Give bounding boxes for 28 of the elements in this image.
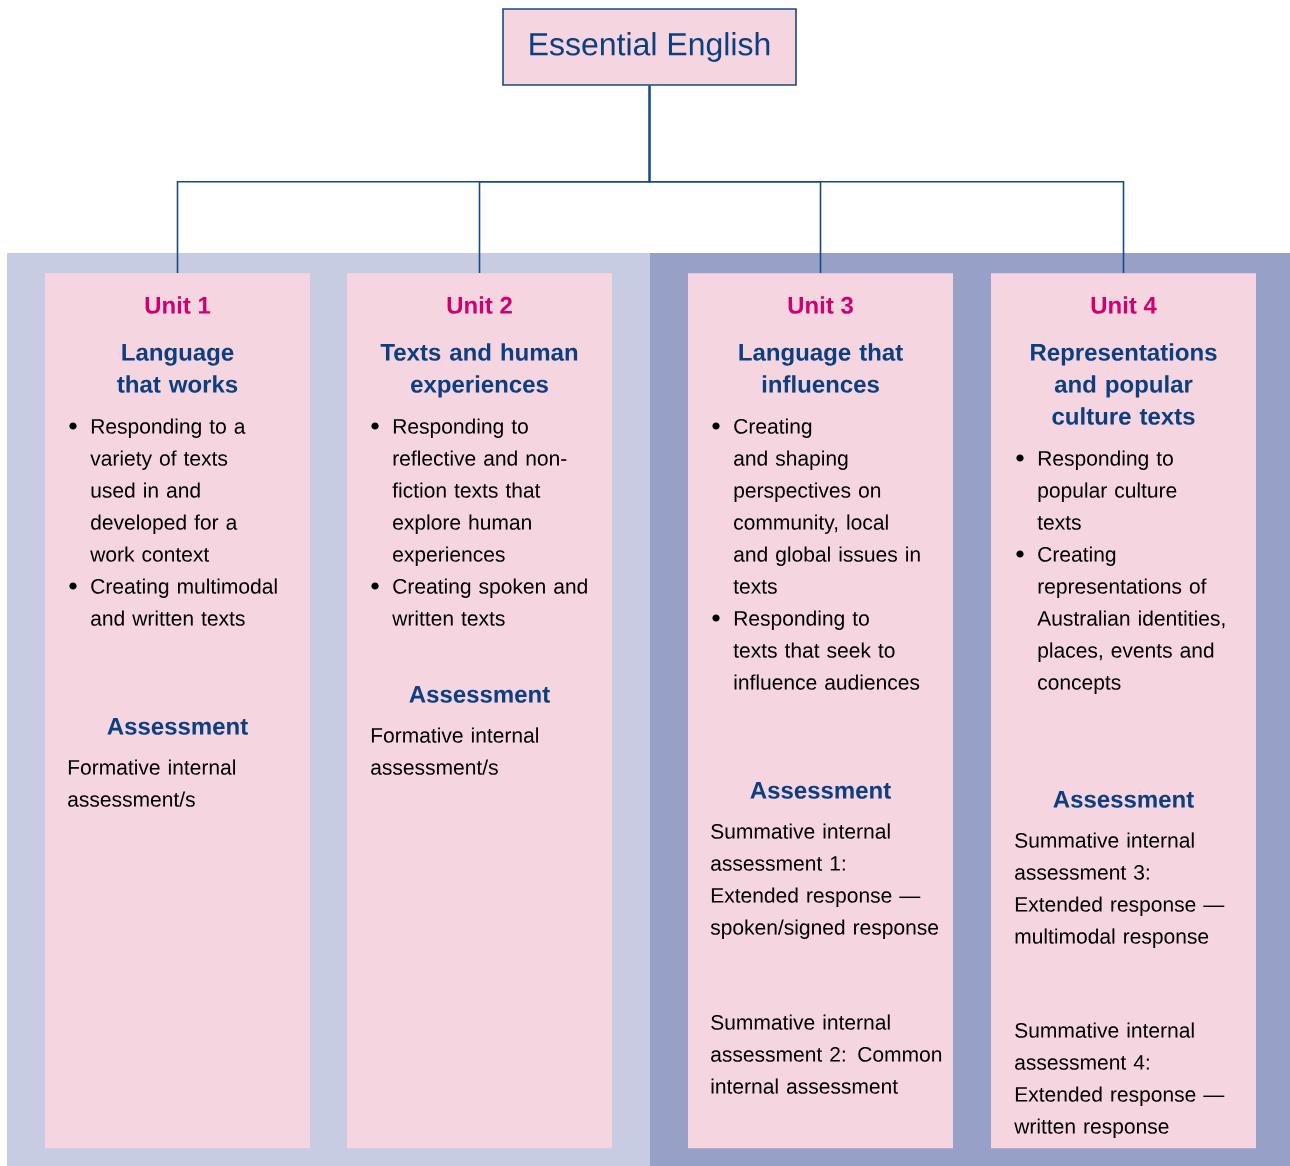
assessment-text: Formative internal assessment/s: [68, 759, 235, 807]
bullet-text: Responding to texts that seek to influence audiences: [733, 610, 920, 690]
title-box: Essential English: [502, 8, 797, 86]
bullet-text: Creating representations of Australian identities, places, events and concepts: [1037, 546, 1225, 694]
assessment-text: Summative internal assessment 3: Extended response — multimodal response: [1015, 832, 1225, 948]
unit-label: Unit 4: [1091, 296, 1157, 314]
unit-title: Language that influences: [739, 343, 903, 393]
unit-title: Representations and popular culture texts: [1031, 343, 1217, 425]
bullet-text: Responding to reflective and non-fiction texts that explore human experiences: [392, 418, 567, 566]
bullet-text: Creating and shaping perspectives on community, local and global issues in texts: [733, 418, 920, 594]
assessment-heading: Assessment: [107, 718, 248, 735]
bullet-text: Responding to popular culture texts: [1037, 450, 1177, 530]
unit-label: Unit 3: [788, 296, 853, 314]
unit-title: Language that works: [117, 344, 238, 393]
assessment-text: Summative internal assessment 4: Extended response — written response: [1014, 1022, 1225, 1138]
connector-line: [648, 85, 1125, 274]
assessment-heading: Assessment: [409, 686, 550, 703]
assessment-text: Summative internal assessment 1: Extended response — spoken/signed response: [710, 823, 939, 939]
bullet-text: Creating spoken and written texts: [392, 578, 587, 626]
assessment-text: Formative internal assessment/s: [371, 727, 538, 775]
unit-label: Unit 1: [145, 296, 211, 314]
unit-label: Unit 2: [447, 296, 512, 314]
bullet-text: Creating multimodal and written texts: [91, 578, 277, 626]
assessment-heading: Assessment: [1053, 791, 1194, 808]
assessment-text: Summative internal assessment 2: Common internal assessment: [711, 1014, 942, 1094]
assessment-heading: Assessment: [750, 782, 891, 799]
unit-title: Texts and human experiences: [380, 343, 578, 398]
bullet-text: Responding to a variety of texts used in and developed for a work context: [90, 418, 246, 562]
